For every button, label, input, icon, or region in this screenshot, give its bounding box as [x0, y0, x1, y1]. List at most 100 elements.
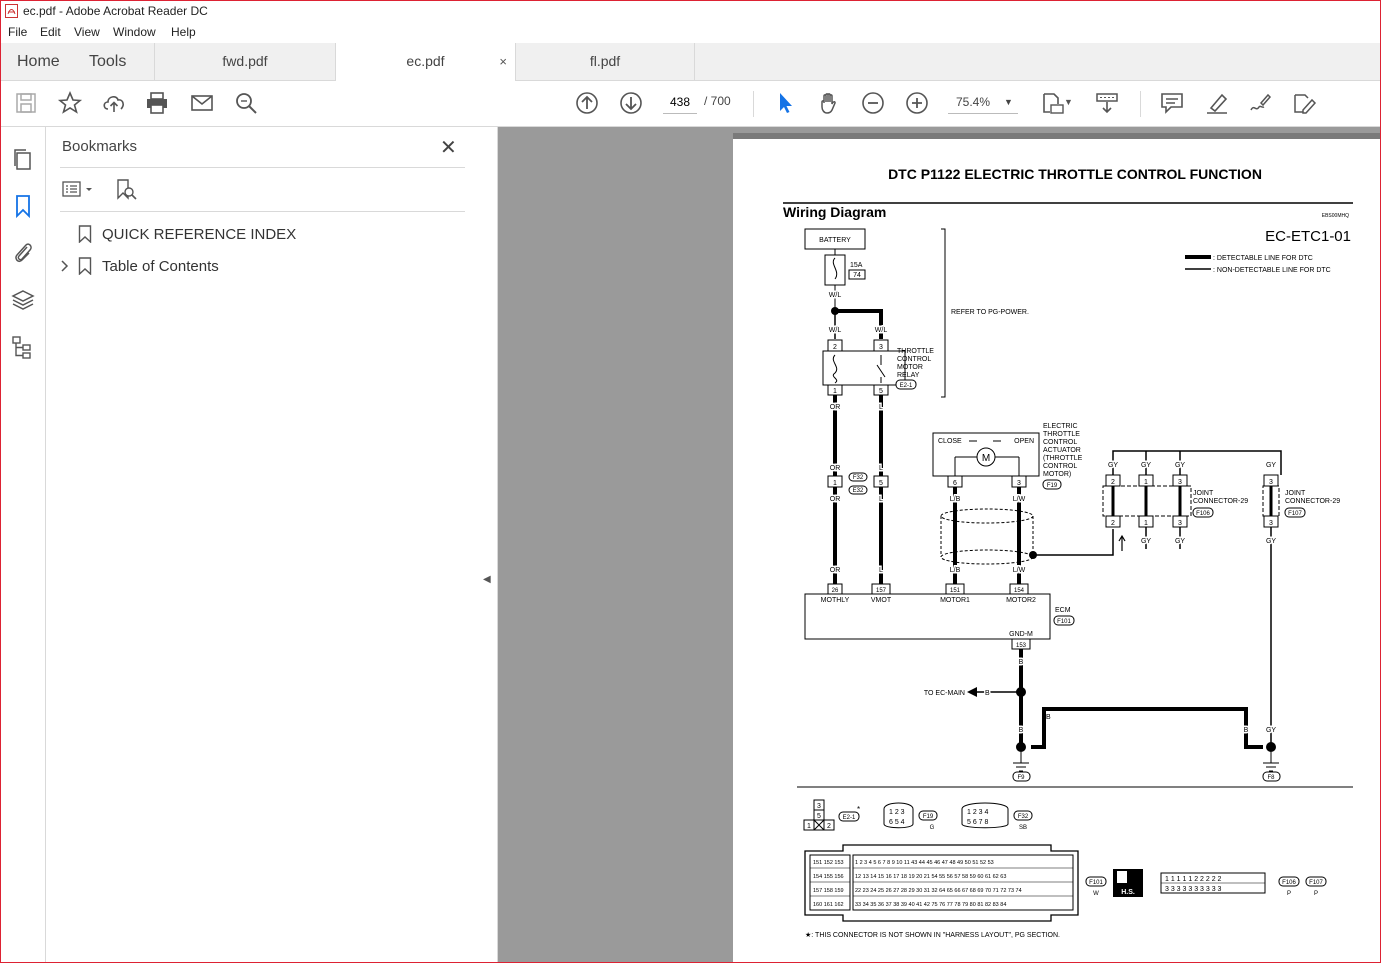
- svg-text:2: 2: [833, 344, 837, 351]
- attachments-icon[interactable]: [10, 239, 36, 265]
- svg-text:W/L: W/L: [829, 327, 842, 334]
- svg-text:B: B: [1019, 659, 1024, 666]
- svg-text:GND-M: GND-M: [1009, 631, 1033, 638]
- tab-fl-pdf[interactable]: fl.pdf: [515, 43, 695, 80]
- divider: [60, 167, 465, 168]
- panel-splitter[interactable]: ◀: [478, 127, 498, 962]
- svg-text:P: P: [1287, 891, 1291, 897]
- bookmark-options-button[interactable]: [62, 179, 98, 201]
- svg-text:MOTOR: MOTOR: [897, 364, 923, 371]
- page-number-input[interactable]: [663, 91, 697, 114]
- comment-icon[interactable]: [1159, 90, 1185, 116]
- tab-fwd-pdf[interactable]: fwd.pdf: [154, 43, 335, 80]
- nav-home[interactable]: Home: [17, 53, 60, 70]
- zoom-out-icon[interactable]: [860, 90, 886, 116]
- connector-f32: 1 2 3 4 5 6 7 8 F32 SB: [961, 802, 1033, 831]
- relay-label: THROTTLE: [897, 348, 934, 355]
- svg-text:1: 1: [1144, 520, 1148, 527]
- next-page-icon[interactable]: [618, 90, 644, 116]
- menu-file[interactable]: File: [8, 25, 28, 39]
- legend-non-detectable: : NON-DETECTABLE LINE FOR DTC: [1213, 267, 1331, 274]
- bookmark-label: Table of Contents: [102, 258, 219, 275]
- page-display-icon[interactable]: [1040, 90, 1066, 116]
- page-thumbnails-icon[interactable]: [10, 147, 36, 173]
- chevron-down-icon[interactable]: ▼: [1064, 97, 1073, 107]
- svg-text:F106: F106: [1282, 880, 1296, 886]
- bookmark-icon: [78, 257, 92, 275]
- zoom-level-select[interactable]: 75.4% ▼: [948, 91, 1018, 114]
- svg-text:2: 2: [1111, 520, 1115, 527]
- svg-text:33 34 35 36 37 38 39 40 41 42: 33 34 35 36 37 38 39 40 41 42 75 76 77 7…: [855, 902, 1006, 908]
- svg-text:W/L: W/L: [829, 292, 842, 299]
- collapse-panel-icon[interactable]: ◀: [483, 574, 491, 585]
- svg-text:5 6 7 8: 5 6 7 8: [967, 819, 989, 826]
- svg-text:F32: F32: [853, 475, 864, 481]
- fuse-number: 74: [853, 272, 861, 279]
- select-cursor-icon[interactable]: [772, 90, 798, 116]
- svg-text:GY: GY: [1175, 538, 1185, 545]
- svg-text:MOTOR1: MOTOR1: [940, 597, 970, 604]
- svg-text:3 3 3 3 3 3 3 3 3 3: 3 3 3 3 3 3 3 3 3 3: [1165, 886, 1222, 893]
- fuse-rating: 15A: [850, 262, 863, 269]
- svg-text:F106: F106: [1196, 511, 1210, 517]
- svg-text:1: 1: [807, 823, 811, 830]
- menu-edit[interactable]: Edit: [40, 25, 61, 39]
- svg-text:F101: F101: [1057, 619, 1071, 625]
- svg-text:154 155 156: 154 155 156: [813, 874, 844, 880]
- svg-text:3: 3: [1178, 520, 1182, 527]
- svg-text:26: 26: [832, 588, 839, 594]
- svg-text:5: 5: [879, 480, 883, 487]
- svg-text:2: 2: [827, 823, 831, 830]
- find-icon[interactable]: [233, 90, 259, 116]
- divider: [60, 211, 465, 212]
- svg-text:F32: F32: [1018, 814, 1029, 820]
- edit-icon[interactable]: [1291, 90, 1317, 116]
- bookmark-item-table-of-contents[interactable]: Table of Contents: [58, 255, 458, 277]
- bookmark-item-quick-reference[interactable]: QUICK REFERENCE INDEX: [76, 223, 456, 245]
- upload-icon[interactable]: [101, 90, 127, 116]
- bookmark-star-icon[interactable]: [57, 90, 83, 116]
- layers-icon[interactable]: [10, 287, 36, 313]
- svg-text:GY: GY: [1141, 462, 1151, 469]
- menu-help[interactable]: Help: [171, 25, 196, 39]
- scroll-mode-icon[interactable]: [1094, 90, 1120, 116]
- bookmarks-panel: Bookmarks ✕ QUICK REFERENCE INDEX Table …: [46, 127, 479, 962]
- svg-text:151: 151: [950, 588, 961, 594]
- svg-text:L/B: L/B: [950, 567, 961, 574]
- actuator-label: ELECTRIC: [1043, 423, 1078, 430]
- nav-tools[interactable]: Tools: [89, 53, 127, 70]
- document-view[interactable]: DTC P1122 ELECTRIC THROTTLE CONTROL FUNC…: [498, 127, 1380, 962]
- menu-window[interactable]: Window: [113, 25, 156, 39]
- chevron-right-icon[interactable]: [60, 260, 70, 272]
- save-icon[interactable]: [13, 90, 39, 116]
- connector-f19: 1 2 3 6 5 4 F19 G: [883, 802, 938, 831]
- doc-code: EBS00MHQ: [1322, 213, 1349, 219]
- close-icon[interactable]: ✕: [440, 137, 457, 159]
- svg-text:L/W: L/W: [1013, 567, 1026, 574]
- hand-icon[interactable]: [816, 90, 842, 116]
- menu-view[interactable]: View: [74, 25, 100, 39]
- left-rail: [1, 127, 46, 962]
- svg-text:160 161 162: 160 161 162: [813, 902, 844, 908]
- print-icon[interactable]: [144, 90, 170, 116]
- svg-text:CONTROL: CONTROL: [1043, 439, 1077, 446]
- page-shadow: [733, 133, 1380, 139]
- svg-text:1 1 1 1 1 2 2 2 2 2: 1 1 1 1 1 2 2 2 2 2: [1165, 876, 1222, 883]
- diagram-id: EC-ETC1-01: [1265, 228, 1351, 245]
- highlight-icon[interactable]: [1204, 90, 1230, 116]
- svg-text:F9: F9: [1017, 775, 1025, 781]
- bookmarks-panel-icon[interactable]: [10, 193, 36, 219]
- fill-sign-icon[interactable]: [1247, 90, 1273, 116]
- email-icon[interactable]: [189, 90, 215, 116]
- svg-text:5: 5: [879, 388, 883, 395]
- tab-close-icon[interactable]: ×: [499, 54, 507, 69]
- svg-text:G: G: [930, 825, 935, 831]
- tab-ec-pdf[interactable]: ec.pdf ×: [335, 43, 515, 81]
- prev-page-icon[interactable]: [574, 90, 600, 116]
- new-bookmark-icon[interactable]: [114, 178, 138, 202]
- svg-text:3: 3: [879, 344, 883, 351]
- zoom-in-icon[interactable]: [904, 90, 930, 116]
- content-tree-icon[interactable]: [10, 334, 36, 360]
- svg-text:3: 3: [1269, 479, 1273, 486]
- svg-text:CONTROL: CONTROL: [897, 356, 931, 363]
